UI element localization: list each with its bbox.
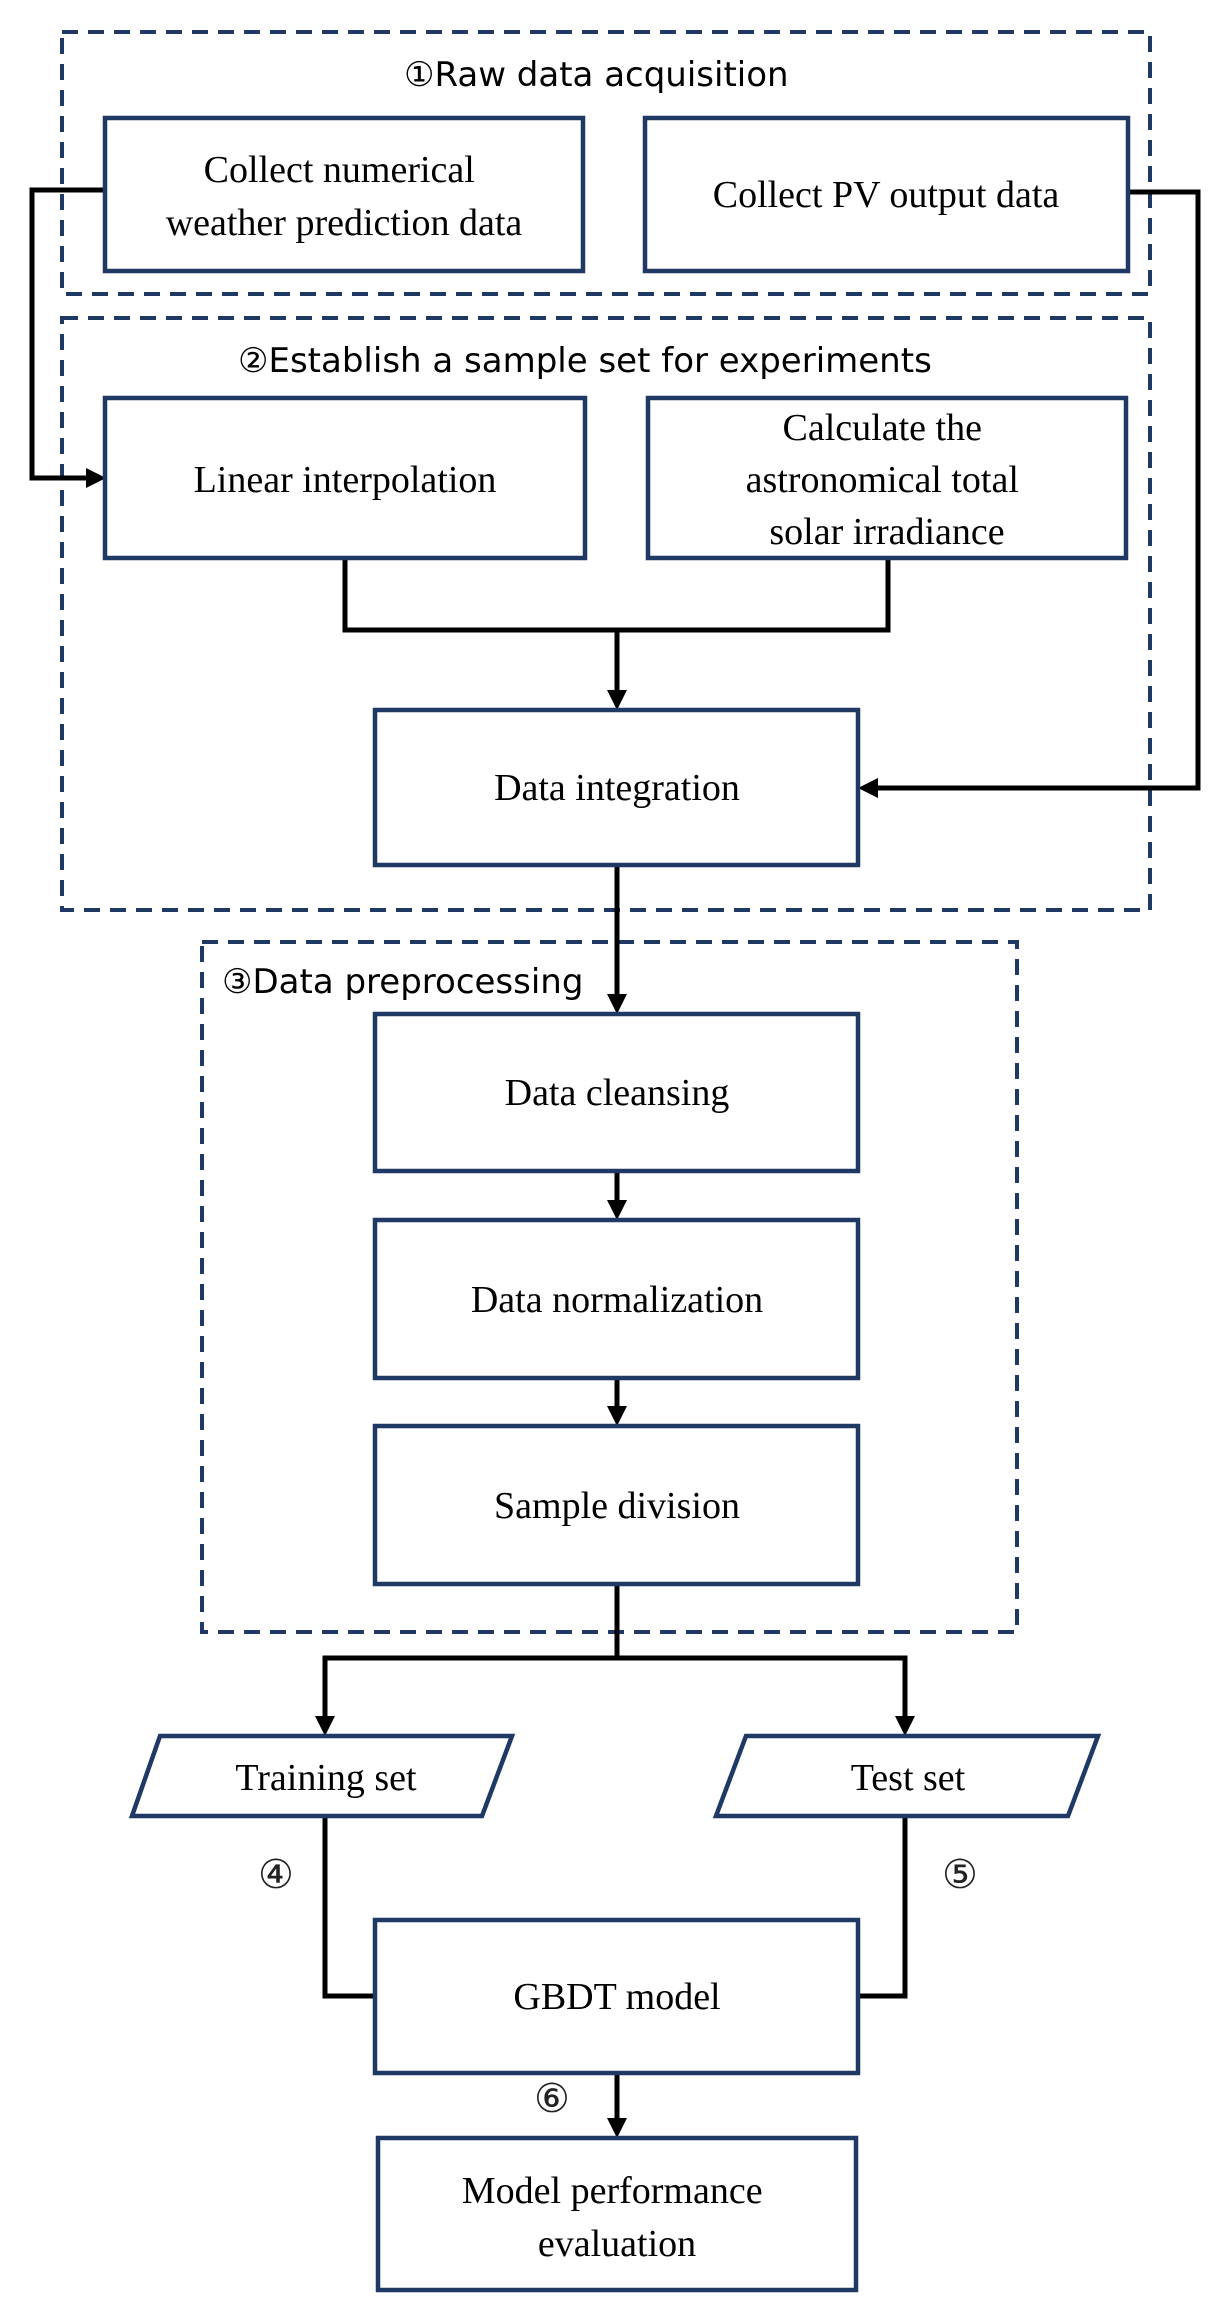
gbdt-model-label: GBDT model: [513, 1976, 720, 2018]
astronomical-irradiance-box: [645, 395, 1129, 561]
collect-nwp-label: Collect numerical weather prediction dat…: [166, 149, 523, 244]
sample-set-section-frame: [60, 316, 1152, 912]
pv-to-integration-arrowhead: [858, 778, 878, 798]
preprocessing-section-frame: [200, 940, 1019, 1634]
integration-to-cleansing-arrowhead: [607, 994, 627, 1014]
nwp-to-interp-connector: [29, 187, 105, 481]
model-evaluation-box: [375, 2135, 859, 2293]
model-evaluation-label: Model performance evaluation: [462, 2170, 772, 2265]
collect-pv-box: [642, 115, 1131, 274]
raw-data-section-title: ①Raw data acquisition: [404, 55, 789, 95]
data-integration-label: Data integration: [494, 767, 740, 809]
merge-to-integration-arrowhead: [607, 690, 627, 710]
data-integration-box: [372, 707, 861, 868]
collect-pv-label: Collect PV output data: [713, 174, 1060, 216]
merge-connector: [342, 558, 891, 633]
cleansing-to-normalization-arrowhead: [607, 1200, 627, 1220]
step-five-label: ⑤: [942, 1852, 978, 1898]
training-set-label: Training set: [235, 1757, 417, 1799]
sample-division-label: Sample division: [494, 1485, 740, 1527]
step-four-label: ④: [258, 1852, 294, 1898]
data-cleansing-label: Data cleansing: [505, 1072, 730, 1114]
linear-interpolation-box: [102, 395, 588, 561]
normalization-to-division-arrowhead: [607, 1406, 627, 1426]
split-connector: [322, 1655, 908, 1718]
data-normalization-box: [372, 1217, 861, 1381]
training-set-parallelogram: [128, 1733, 516, 1819]
test-set-label: Test set: [851, 1757, 966, 1799]
preprocessing-section-title: ③Data preprocessing: [222, 962, 583, 1002]
gbdt-to-evaluation-arrowhead: [607, 2118, 627, 2138]
pv-to-integration-connector: [872, 189, 1201, 791]
collect-nwp-box: [102, 115, 586, 274]
split-to-test-arrowhead: [895, 1716, 915, 1736]
test-set-parallelogram: [712, 1733, 1102, 1819]
data-cleansing-box: [372, 1011, 861, 1174]
linear-interpolation-label: Linear interpolation: [194, 459, 497, 501]
test-to-gbdt-connector: [858, 1816, 908, 1999]
training-to-gbdt-connector: [322, 1816, 375, 1999]
data-normalization-label: Data normalization: [471, 1279, 763, 1321]
nwp-to-interp-arrowhead: [86, 468, 106, 488]
step-six-label: ⑥: [534, 2076, 570, 2122]
sample-set-section-title: ②Establish a sample set for experiments: [238, 341, 932, 381]
split-to-training-arrowhead: [315, 1716, 335, 1736]
gbdt-model-box: [372, 1917, 861, 2076]
sample-division-box: [372, 1423, 861, 1587]
astronomical-irradiance-label: Calculate the astronomical total solar i…: [746, 407, 1029, 553]
